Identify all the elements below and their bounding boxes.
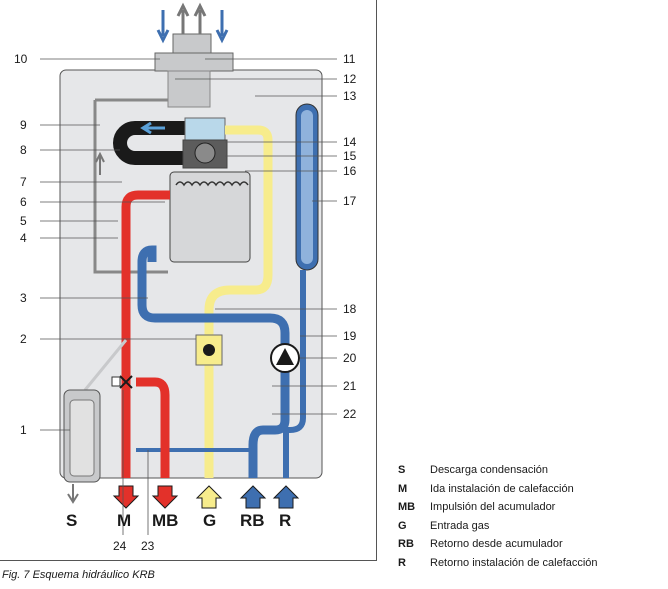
- siphon-inner: [69, 399, 95, 477]
- flow-line: [121, 190, 170, 478]
- connection-s: S: [66, 511, 77, 530]
- figure-caption: Fig. 7 Esquema hidráulico KRB: [2, 569, 155, 581]
- diagram-frame: [0, 0, 377, 561]
- return-line: [137, 245, 290, 478]
- callout-2: 2: [20, 332, 27, 346]
- callout-21: 21: [343, 379, 357, 393]
- callout-22: 22: [343, 407, 357, 421]
- callout-19: 19: [343, 329, 357, 343]
- callout-7: 7: [20, 175, 27, 189]
- vessel-connection: [283, 270, 306, 478]
- callout-5: 5: [20, 214, 27, 228]
- legend-row: RB Retorno desde acumulador: [398, 535, 598, 554]
- legend: S Descarga condensación M Ida instalación …: [398, 461, 598, 572]
- air-flow-arrow: [95, 151, 105, 175]
- connection-mb: MB: [152, 511, 178, 530]
- callout-4: 4: [20, 231, 27, 245]
- arrow-r: [272, 485, 300, 509]
- callout-20: 20: [343, 351, 357, 365]
- callout-8: 8: [20, 143, 27, 157]
- callout-12: 12: [343, 72, 357, 86]
- connection-g: G: [203, 511, 216, 530]
- gas-line: [204, 125, 273, 478]
- legend-row: MB Impulsión del acumulador: [398, 498, 598, 517]
- valve-motor: [111, 376, 121, 387]
- legend-key: RB: [398, 538, 414, 550]
- callout-10: 10: [14, 52, 28, 66]
- legend-text: Ida instalación de calefacción: [430, 482, 574, 495]
- callout-1: 1: [20, 423, 27, 437]
- flue-outlet: [172, 33, 212, 55]
- connection-m: M: [117, 511, 131, 530]
- legend-text: Retorno desde acumulador: [430, 538, 563, 550]
- heat-exchanger: [169, 171, 251, 263]
- legend-key: M: [398, 482, 408, 495]
- air-inlet-arrow-right: [215, 10, 229, 44]
- exhaust-flow-arrow: [140, 121, 165, 135]
- fan-impeller: [194, 142, 216, 164]
- callout-9: 9: [20, 118, 27, 132]
- legend-row: R Retorno instalación de calefacción: [398, 554, 598, 573]
- arrow-mb: [151, 485, 179, 509]
- legend-key: G: [398, 519, 407, 532]
- arrow-s: [67, 484, 79, 504]
- arrow-rb: [239, 485, 267, 509]
- arrow-g: [195, 485, 223, 509]
- exhaust-duct: [113, 121, 185, 165]
- connection-r: R: [279, 511, 291, 530]
- condensate-drain-line: [83, 339, 128, 391]
- flue-adapter: [154, 52, 234, 72]
- callout-13: 13: [343, 89, 357, 103]
- legend-row: G Entrada gas: [398, 517, 598, 536]
- legend-text: Impulsión del acumulador: [430, 501, 556, 513]
- gas-valve-mixer: [184, 117, 226, 141]
- legend-row: M Ida instalación de calefacción: [398, 480, 598, 499]
- callout-6: 6: [20, 195, 27, 209]
- air-inlet-arrow-left: [156, 10, 170, 44]
- arrow-m: [112, 485, 140, 509]
- legend-text: Descarga condensación: [430, 464, 549, 476]
- legend-text: Entrada gas: [430, 519, 490, 532]
- legend-key: R: [398, 556, 406, 569]
- legend-key: S: [398, 464, 406, 476]
- callout-24: 24: [113, 539, 127, 553]
- leader-lines: [40, 58, 337, 535]
- legend-text: Retorno instalación de calefacción: [430, 556, 598, 569]
- pump-symbol: [276, 348, 294, 365]
- callout-23: 23: [141, 539, 155, 553]
- callout-15: 15: [343, 149, 357, 163]
- expansion-vessel-inner: [301, 110, 313, 264]
- callout-14: 14: [343, 135, 357, 149]
- legend-key: MB: [398, 501, 416, 513]
- callout-18: 18: [343, 302, 357, 316]
- callout-17: 17: [343, 194, 357, 208]
- gas-valve-body: [203, 344, 215, 356]
- storage-flow-line: [136, 377, 170, 478]
- flue-duct: [167, 70, 211, 108]
- connection-rb: RB: [240, 511, 265, 530]
- three-way-valve: [119, 375, 133, 389]
- callout-11: 11: [343, 52, 356, 66]
- heat-exchanger-fins: [175, 181, 249, 187]
- exhaust-arrow-2: [193, 2, 207, 34]
- exhaust-arrow-1: [176, 2, 190, 34]
- legend-row: S Descarga condensación: [398, 461, 598, 480]
- callout-3: 3: [20, 291, 27, 305]
- callout-16: 16: [343, 164, 357, 178]
